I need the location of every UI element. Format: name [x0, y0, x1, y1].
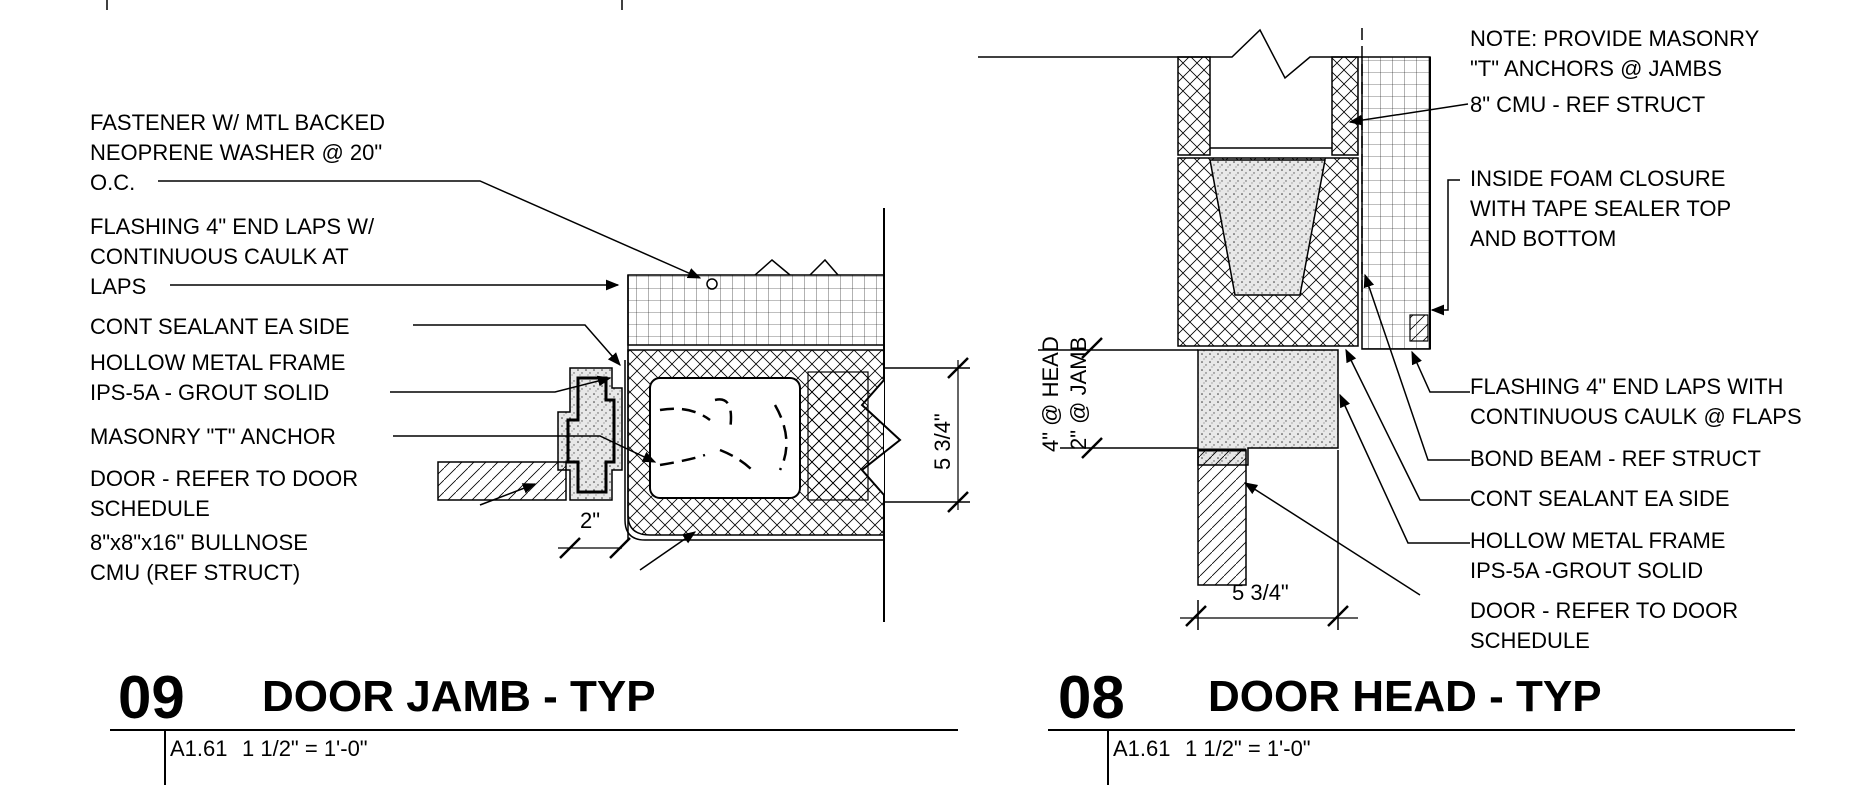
sheet-ref-left: A1.61 — [170, 736, 228, 761]
note-bond-beam: BOND BEAM - REF STRUCT — [1470, 444, 1761, 474]
note-line: CONTINUOUS CAULK @ FLAPS — [1470, 404, 1802, 429]
note-line: HOLLOW METAL FRAME — [90, 350, 346, 375]
detail-number-09: 09 — [118, 664, 185, 731]
note-line: NOTE: PROVIDE MASONRY — [1470, 26, 1760, 51]
note-line: IPS-5A - GROUT SOLID — [90, 380, 330, 405]
dim-width-right: 5 3/4" — [1232, 580, 1289, 605]
note-8-cmu: 8" CMU - REF STRUCT — [1470, 90, 1705, 120]
note-line: CONTINUOUS CAULK AT — [90, 244, 349, 269]
note-line: NEOPRENE WASHER @ 20" — [90, 140, 383, 165]
dim-depth: 5 3/4" — [930, 413, 955, 470]
note-line: FLASHING 4" END LAPS WITH — [1470, 374, 1784, 399]
note-line: MASONRY "T" ANCHOR — [90, 424, 336, 449]
note-line: FLASHING 4" END LAPS W/ — [90, 214, 375, 239]
note-line: O.C. — [90, 170, 136, 195]
note-line: CONT SEALANT EA SIDE — [1470, 486, 1730, 511]
note-cont-sealant: CONT SEALANT EA SIDE — [90, 312, 350, 342]
note-masonry-anchor: MASONRY "T" ANCHOR — [90, 422, 336, 452]
note-door: DOOR - REFER TO DOOR SCHEDULE — [90, 464, 358, 524]
note-line: WITH TAPE SEALER TOP — [1470, 196, 1732, 221]
note-line: 8" CMU - REF STRUCT — [1470, 92, 1706, 117]
jamb-section-drawing — [158, 180, 970, 622]
note-fastener: FASTENER W/ MTL BACKED NEOPRENE WASHER @… — [90, 108, 385, 198]
note-line: "T" ANCHORS @ JAMBS — [1470, 56, 1722, 81]
note-line: DOOR - REFER TO DOOR — [1470, 598, 1739, 623]
scale-right: 1 1/2" = 1'-0" — [1185, 736, 1311, 761]
note-line: DOOR - REFER TO DOOR — [90, 466, 359, 491]
note-line: LAPS — [90, 274, 147, 299]
note-line: IPS-5A -GROUT SOLID — [1470, 558, 1704, 583]
note-line: AND BOTTOM — [1470, 226, 1617, 251]
scale-left: 1 1/2" = 1'-0" — [242, 736, 368, 761]
note-line: BOND BEAM - REF STRUCT — [1470, 446, 1761, 471]
note-line: HOLLOW METAL FRAME — [1470, 528, 1726, 553]
note-flashing-right: FLASHING 4" END LAPS WITH CONTINUOUS CAU… — [1470, 372, 1802, 432]
note-foam-closure: INSIDE FOAM CLOSURE WITH TAPE SEALER TOP… — [1470, 164, 1731, 254]
note-line: CMU (REF STRUCT) — [90, 560, 301, 585]
dim-jamb: 2" @ JAMB — [1066, 336, 1091, 450]
detail-title-jamb: DOOR JAMB - TYP — [262, 672, 656, 721]
note-bullnose-cmu: 8"x8"x16" BULLNOSE CMU (REF STRUCT) — [90, 528, 308, 588]
note-hollow-metal-frame-right: HOLLOW METAL FRAME IPS-5A -GROUT SOLID — [1470, 526, 1725, 586]
note-line: INSIDE FOAM CLOSURE — [1470, 166, 1726, 191]
note-hollow-metal-frame: HOLLOW METAL FRAME IPS-5A - GROUT SOLID — [90, 348, 345, 408]
note-door-right: DOOR - REFER TO DOOR SCHEDULE — [1470, 596, 1738, 656]
detail-title-head: DOOR HEAD - TYP — [1208, 672, 1602, 721]
sheet-ref-right: A1.61 — [1113, 736, 1171, 761]
note-provide-anchors: NOTE: PROVIDE MASONRY "T" ANCHORS @ JAMB… — [1470, 24, 1759, 84]
dim-head: 4" @ HEAD — [1038, 336, 1063, 452]
note-line: SCHEDULE — [90, 496, 210, 521]
note-line: CONT SEALANT EA SIDE — [90, 314, 350, 339]
note-line: 8"x8"x16" BULLNOSE — [90, 530, 308, 555]
note-flashing: FLASHING 4" END LAPS W/ CONTINUOUS CAULK… — [90, 212, 374, 302]
note-cont-sealant-right: CONT SEALANT EA SIDE — [1470, 484, 1730, 514]
note-line: FASTENER W/ MTL BACKED — [90, 110, 386, 135]
title-lines — [110, 729, 1795, 785]
head-section-drawing — [978, 28, 1470, 630]
detail-number-08: 08 — [1058, 664, 1125, 731]
note-line: SCHEDULE — [1470, 628, 1590, 653]
dim-width: 2" — [580, 508, 601, 533]
